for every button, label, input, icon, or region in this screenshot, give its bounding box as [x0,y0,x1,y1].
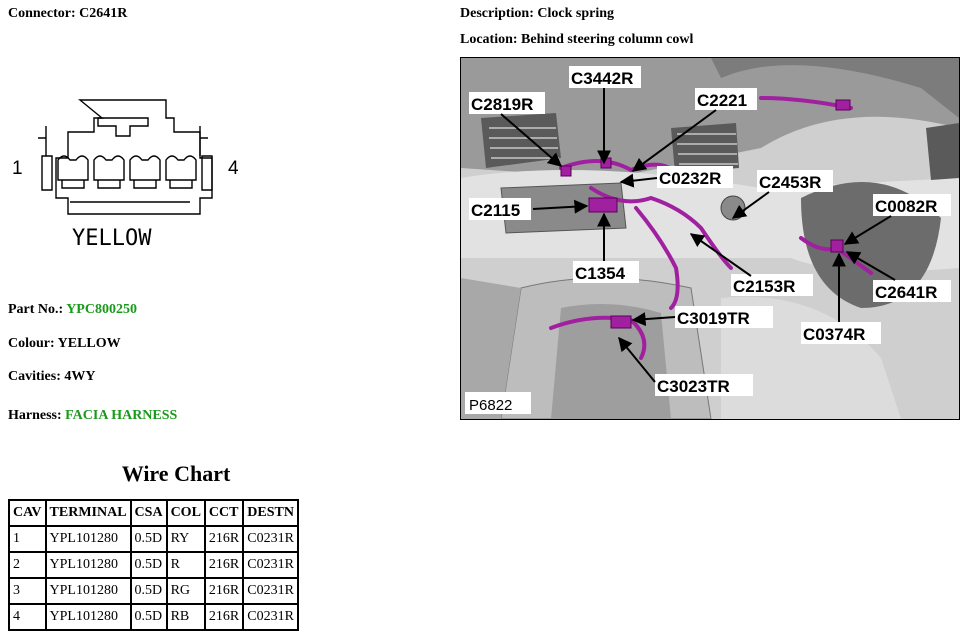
table-cell: RB [165,603,206,631]
harness-label: Harness: [8,408,62,423]
table-cell: 3 [8,577,47,605]
col-header: CSA [129,499,168,527]
callout-c0082r: C0082R [875,197,937,216]
figure-id: P6822 [469,397,512,414]
harness-link[interactable]: FACIA HARNESS [65,408,178,423]
callout-c2819r: C2819R [471,95,533,114]
cavity-1 [57,155,89,189]
wire-chart-table: CAV TERMINAL CSA COL CCT DESTN 1 YPL1012… [8,499,299,631]
wire-chart-header-row: CAV TERMINAL CSA COL CCT DESTN [8,499,299,527]
cavity-3 [129,155,161,189]
connector-label: Connector: C2641R [8,6,128,21]
callout-c0232r: C0232R [659,169,721,188]
pin-1-label: 1 [12,158,23,179]
table-row: 1 YPL101280 0.5D RY 216R C0231R [8,525,299,553]
table-cell: YPL101280 [44,603,132,631]
wire-chart-title: Wire Chart [121,461,231,486]
colour-info: Colour: YELLOW [8,336,121,351]
table-cell: 216R [203,525,245,553]
cavity-2 [93,155,125,189]
table-cell: 0.5D [129,603,168,631]
callout-c2115: C2115 [471,201,520,220]
callout-c1354: C1354 [575,264,626,283]
location-label: Location: Behind steering column cowl [460,32,694,47]
table-cell: YPL101280 [44,525,132,553]
callout-c2453r: C2453R [759,173,821,192]
table-cell: C0231R [242,603,299,631]
table-cell: 0.5D [129,577,168,605]
col-header: COL [165,499,206,527]
cavity-4 [165,155,197,189]
table-cell: C0231R [242,577,299,605]
cavities-info: Cavities: 4WY [8,369,96,384]
table-cell: YPL101280 [44,577,132,605]
table-cell: YPL101280 [44,551,132,579]
table-row: 4 YPL101280 0.5D RB 216R C0231R [8,603,299,631]
connector-location-image: C3442R C2819R C2221 C0232R C2453R C2115 … [460,57,960,420]
table-cell: 0.5D [129,525,168,553]
col-header: CCT [203,499,245,527]
connector-colour-label: YELLOW [72,226,152,250]
table-cell: 4 [8,603,47,631]
col-header: CAV [8,499,47,527]
table-row: 2 YPL101280 0.5D R 216R C0231R [8,551,299,579]
table-row: 3 YPL101280 0.5D RG 216R C0231R [8,577,299,605]
pin-4-label: 4 [228,158,239,179]
table-cell: 0.5D [129,551,168,579]
table-cell: C0231R [242,525,299,553]
callout-c3442r: C3442R [571,69,633,88]
table-cell: RY [165,525,206,553]
part-number-label: Part No.: [8,302,64,317]
callout-c0374r: C0374R [803,325,865,344]
table-cell: C0231R [242,551,299,579]
col-header: TERMINAL [44,499,132,527]
table-cell: 216R [203,577,245,605]
table-cell: 216R [203,551,245,579]
connector-face-diagram: 1 4 YELLOW [12,99,239,250]
callout-c2641r: C2641R [875,283,937,302]
part-number: Part No.: YPC800250 [8,302,137,318]
table-cell: 1 [8,525,47,553]
part-number-link[interactable]: YPC800250 [66,302,137,317]
callout-c3019tr: C3019TR [677,309,750,328]
harness-info: Harness: FACIA HARNESS [8,408,177,424]
callout-c3023tr: C3023TR [657,377,730,396]
table-cell: R [165,551,206,579]
col-header: DESTN [242,499,299,527]
description-label: Description: Clock spring [460,6,614,21]
table-cell: 2 [8,551,47,579]
table-cell: RG [165,577,206,605]
table-cell: 216R [203,603,245,631]
callout-c2153r: C2153R [733,277,795,296]
callout-c2221: C2221 [697,91,747,110]
